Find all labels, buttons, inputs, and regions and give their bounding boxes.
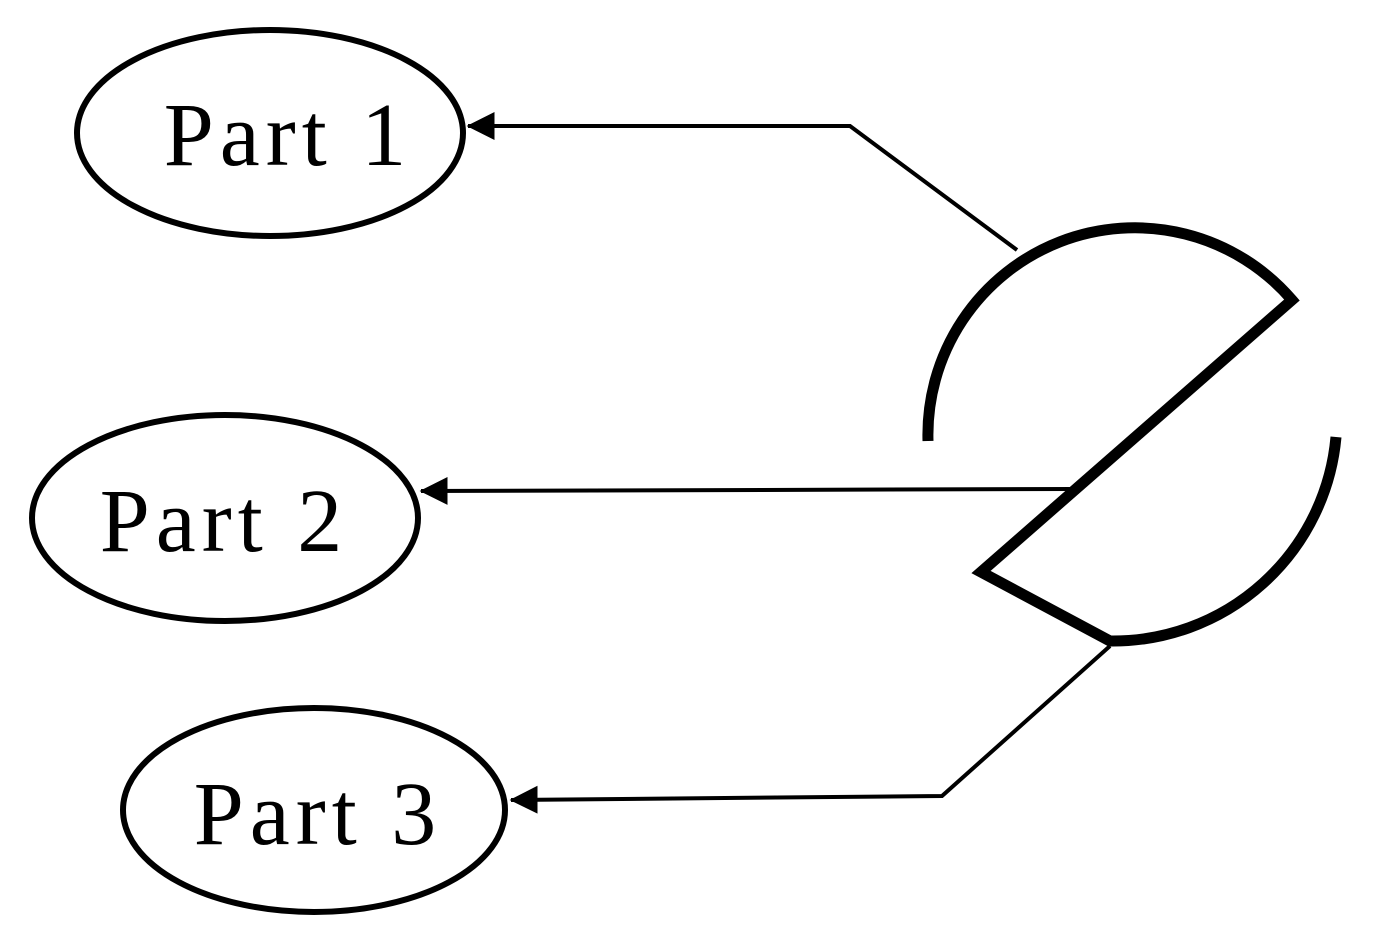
node-part-1: Part 1 bbox=[74, 27, 466, 239]
part-1-label: Part 1 bbox=[164, 86, 412, 185]
arrow-to-part-2 bbox=[419, 476, 1073, 505]
node-part-3: Part 3 bbox=[120, 705, 508, 915]
part-2-ellipse bbox=[29, 412, 421, 624]
part-3-label: Part 3 bbox=[194, 765, 442, 864]
part-3-ellipse bbox=[120, 705, 508, 915]
arrow-to-part-1 bbox=[466, 112, 1019, 252]
node-part-2: Part 2 bbox=[29, 412, 421, 624]
part-1-ellipse bbox=[74, 27, 466, 239]
arrow-to-part-3 bbox=[509, 644, 1112, 814]
part-2-label: Part 2 bbox=[100, 472, 348, 571]
split-circle-shape bbox=[922, 222, 1342, 647]
